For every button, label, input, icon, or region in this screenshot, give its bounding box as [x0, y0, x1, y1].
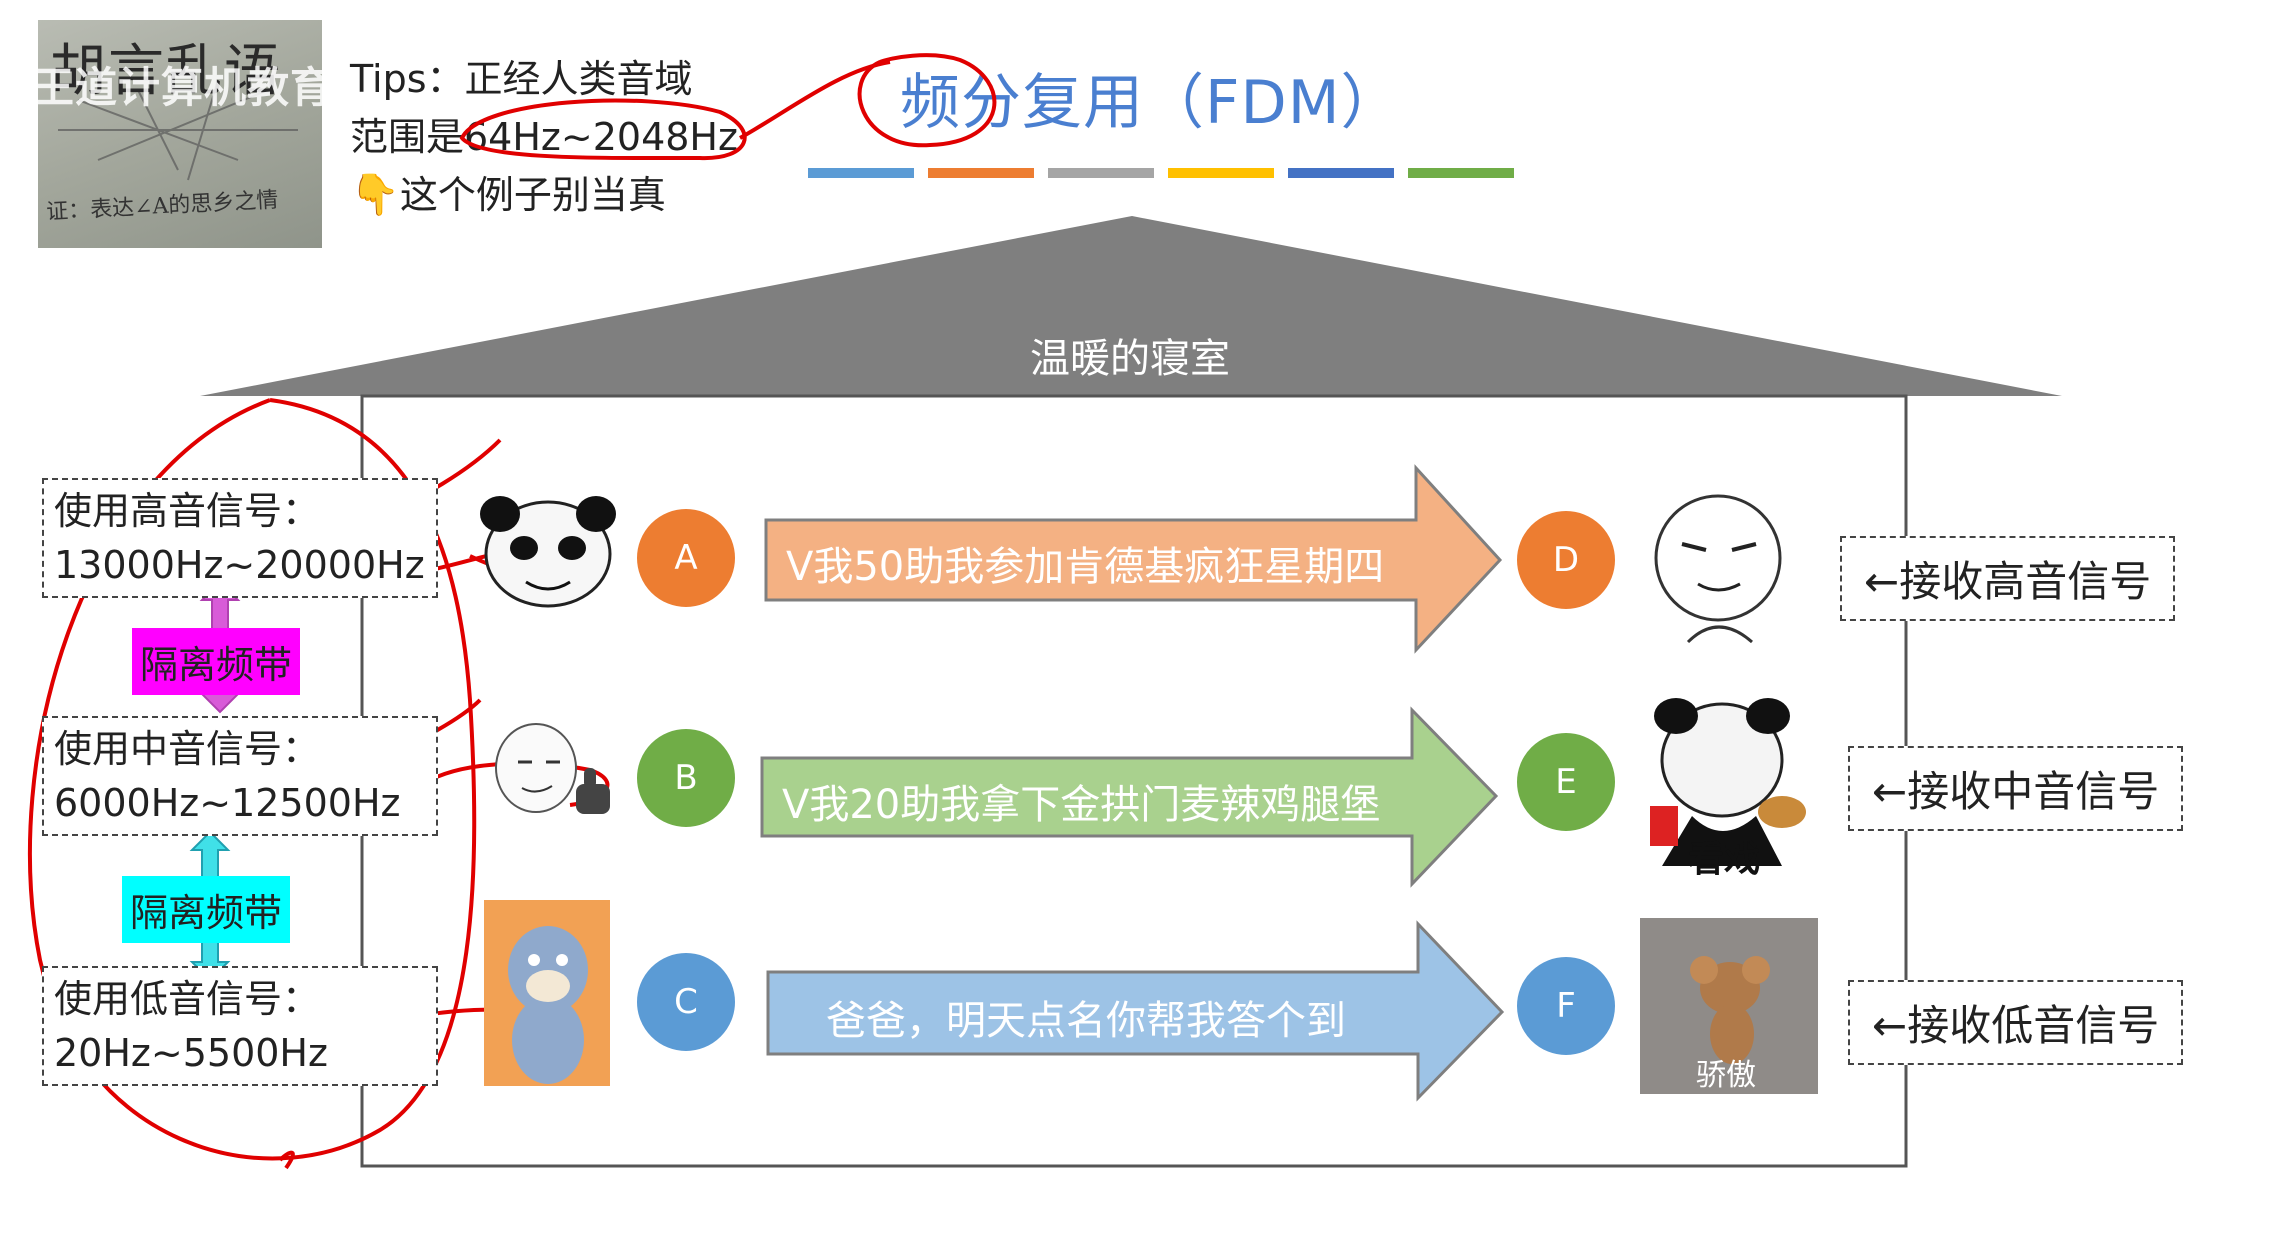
sender-box-mid: 使用中音信号： 6000Hz~12500Hz	[42, 716, 438, 836]
panda-meme-image	[478, 492, 618, 608]
message-a-to-d: V我50助我参加肯德基疯狂星期四	[786, 534, 1384, 592]
guard-band-2: 隔离频带	[122, 876, 290, 943]
jerry-mouse-image: 骄傲	[1640, 918, 1818, 1094]
meme-caption-e: 看戏	[1688, 830, 1760, 876]
sender-range-mid: 6000Hz~12500Hz	[54, 776, 426, 830]
node-b: B	[634, 726, 738, 830]
node-e: E	[1514, 730, 1618, 834]
panda-watching-meme-image: 看戏	[1632, 696, 1810, 876]
message-b-to-e: V我20助我拿下金拱门麦辣鸡腿堡	[782, 772, 1380, 830]
sender-range-high: 13000Hz~20000Hz	[54, 538, 426, 592]
node-f: F	[1514, 954, 1618, 1058]
sender-range-low: 20Hz~5500Hz	[54, 1026, 426, 1080]
house-label: 温暖的寝室	[1020, 326, 1240, 384]
meme-caption-f: 骄傲	[1696, 1050, 1756, 1094]
sender-label-high: 使用高音信号：	[54, 484, 426, 538]
node-d: D	[1514, 508, 1618, 612]
receiver-low: ←接收低音信号	[1848, 980, 2183, 1065]
receiver-mid: ←接收中音信号	[1848, 746, 2183, 831]
node-a: A	[634, 506, 738, 610]
message-c-to-f: 爸爸，明天点名你帮我答个到	[826, 988, 1346, 1046]
sender-label-low: 使用低音信号：	[54, 972, 426, 1026]
smug-face-meme-image	[1648, 492, 1790, 648]
sender-label-mid: 使用中音信号：	[54, 722, 426, 776]
receiver-high: ←接收高音信号	[1840, 536, 2175, 621]
sender-box-high: 使用高音信号： 13000Hz~20000Hz	[42, 478, 438, 598]
tom-cat-image	[484, 900, 610, 1086]
sender-box-low: 使用低音信号： 20Hz~5500Hz	[42, 966, 438, 1086]
thumbs-up-meme-image	[476, 718, 626, 828]
guard-band-1: 隔离频带	[132, 628, 300, 695]
node-c: C	[634, 950, 738, 1054]
